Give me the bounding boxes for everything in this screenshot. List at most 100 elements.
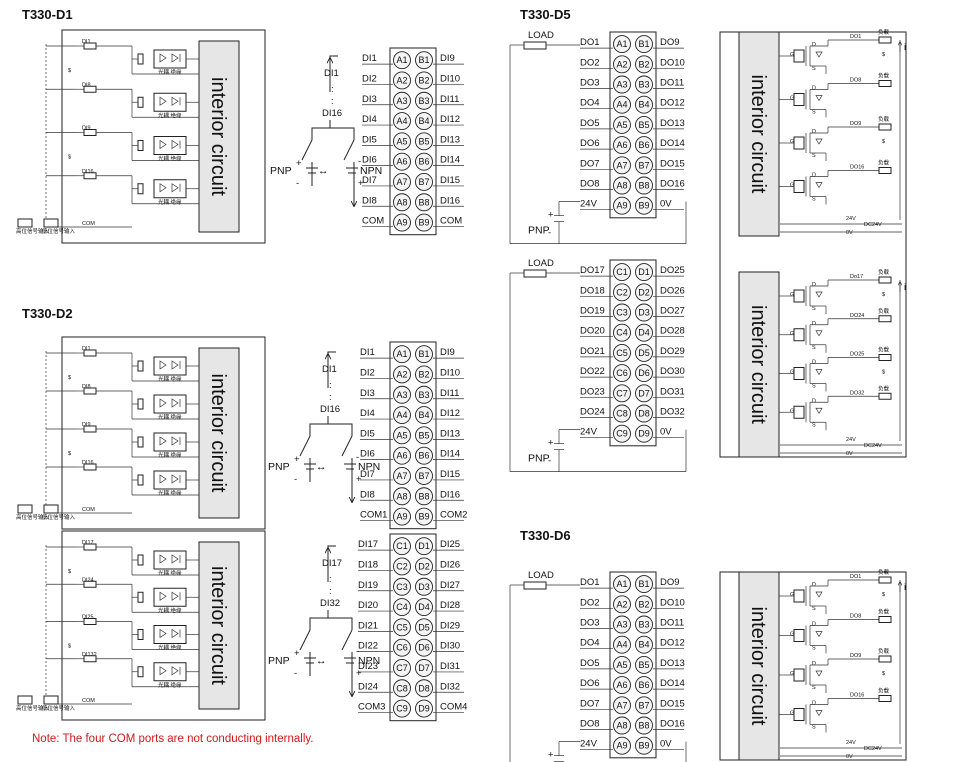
optocoupler-label: 光耦 绝缘	[158, 111, 182, 119]
terminal-pin	[393, 51, 411, 70]
diode-icon	[815, 138, 823, 145]
terminal-pin	[393, 487, 411, 506]
ellipsis: :	[329, 380, 332, 391]
signal-low-text: 低位信号输入	[42, 704, 76, 712]
switch-contact	[299, 629, 311, 651]
load-label: LOAD	[528, 258, 554, 269]
interior-label-box	[198, 40, 240, 233]
load-resistor	[878, 655, 892, 663]
pin-id: A2	[396, 75, 407, 85]
terminal-right-label: DI26	[440, 559, 460, 570]
optocoupler-label: 光耦 绝缘	[158, 681, 182, 689]
terminal-right-label: DO27	[660, 306, 685, 317]
terminal-right-label: DI32	[440, 681, 460, 692]
pin-id: A9	[396, 512, 407, 522]
ellipsis: :	[331, 96, 334, 107]
load-cn-label: 负载	[878, 647, 890, 655]
optocoupler-label: 光耦 绝缘	[158, 489, 182, 497]
minus: -	[294, 668, 297, 679]
terminal-pin	[415, 618, 433, 637]
terminal-right-label: DI14	[440, 449, 460, 460]
signal-high-text: 高位信号输入	[16, 513, 50, 521]
npn-label: NPN	[358, 655, 380, 667]
gate-label: G	[790, 671, 794, 677]
interior-label-box	[738, 571, 780, 761]
led-icon	[159, 436, 167, 446]
terminal-left-label: DO4	[580, 638, 600, 649]
optocoupler	[153, 432, 187, 452]
wire	[327, 610, 353, 630]
diode-icon	[171, 53, 179, 63]
resistor	[83, 425, 97, 433]
dollar-mark: $	[68, 68, 71, 74]
pin-id: D5	[638, 348, 650, 358]
diode-icon	[815, 95, 823, 102]
optocoupler-label: 光耦 绝缘	[158, 569, 182, 577]
pin-id: D2	[638, 287, 650, 297]
minus: -	[356, 646, 359, 657]
wire	[311, 120, 331, 140]
gate-resistor	[793, 405, 805, 419]
resistor	[83, 618, 97, 625]
pin-id: A6	[396, 157, 407, 167]
terminal-right-label: DI11	[440, 94, 459, 105]
terminal-left-label: DO3	[580, 78, 600, 89]
pin-id: B8	[418, 197, 429, 207]
output-channel-label: DO16	[850, 693, 864, 699]
terminal-pin	[415, 638, 433, 657]
terminal-pin	[613, 364, 631, 383]
diode-icon	[171, 96, 179, 106]
pin-id: C7	[396, 663, 408, 673]
terminal-right-label: DO14	[660, 678, 685, 689]
terminal-pin	[613, 136, 631, 155]
diode-icon	[815, 710, 823, 717]
pin-id: B1	[418, 55, 429, 65]
plus: +	[294, 648, 300, 659]
terminal-pin	[635, 263, 653, 282]
led-icon	[159, 554, 167, 564]
output-channel-label: DO1	[850, 34, 861, 40]
dollar-mark: $	[68, 569, 71, 575]
terminal-right-label: DO11	[660, 618, 684, 629]
terminal-left-label: DO20	[580, 326, 605, 337]
terminal-pin	[613, 95, 631, 114]
diode-icon	[815, 182, 823, 189]
pin-id: B3	[418, 96, 429, 106]
terminal-left-label: DO8	[580, 179, 600, 190]
optocoupler	[153, 470, 187, 490]
terminal-pin	[635, 595, 653, 614]
terminal-left-label: DI23	[358, 661, 378, 672]
dc24v-label: DC24V	[864, 746, 882, 752]
terminal-pin	[635, 35, 653, 54]
input-channel-label: DI1	[82, 39, 91, 45]
load-cn-label: 负载	[878, 608, 890, 616]
terminal-pin	[635, 696, 653, 715]
signal-icon-high	[17, 218, 33, 228]
source-label: S	[812, 384, 816, 390]
terminal-pin	[635, 75, 653, 94]
input-channel-label: DI24	[82, 577, 94, 583]
terminal-pin	[613, 736, 631, 755]
plus: +	[358, 178, 364, 189]
pin-id: B7	[418, 471, 429, 481]
pin-id: A2	[616, 599, 627, 609]
pin-id: D5	[418, 622, 430, 632]
optocoupler	[153, 394, 187, 414]
load-resistor	[878, 354, 892, 361]
terminal-pin	[613, 595, 631, 614]
pin-id: B5	[638, 120, 649, 130]
terminal-pin	[415, 467, 433, 485]
gate-label: G	[790, 52, 794, 58]
gate-label: G	[790, 183, 794, 189]
terminal-left-label: DO2	[580, 57, 600, 68]
pin-id: D7	[638, 388, 650, 398]
pin-id: B2	[418, 369, 429, 379]
pin-id: A3	[616, 80, 627, 90]
terminal-left-label: DO21	[580, 346, 605, 357]
pnp-label: PNP	[268, 461, 290, 473]
signal-icon-low	[43, 504, 59, 514]
optocoupler-label: 光耦 绝缘	[158, 155, 182, 163]
